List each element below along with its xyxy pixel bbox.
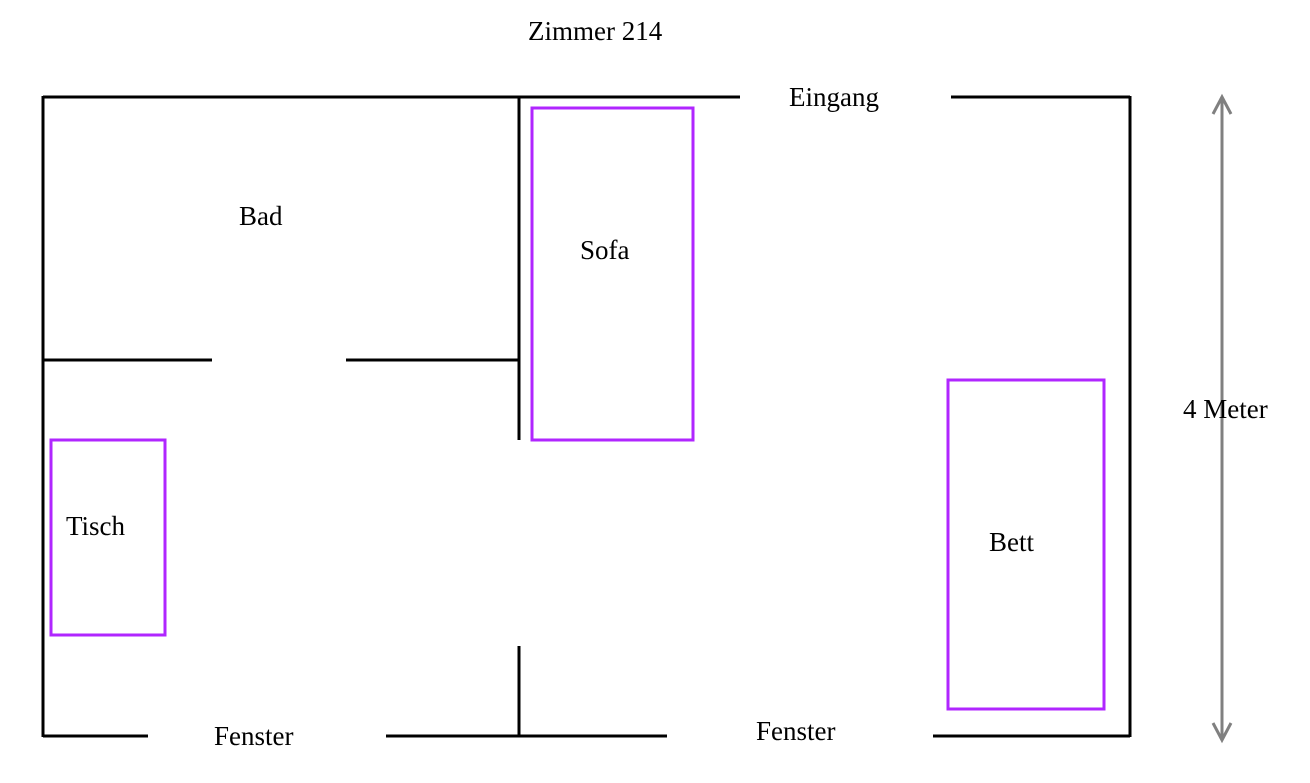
- table-shape: [49, 438, 167, 637]
- arrow-down-icon: [1211, 722, 1233, 744]
- window-right-label: Fenster: [756, 716, 836, 746]
- window-left-label: Fenster: [214, 721, 294, 751]
- walls: [41, 95, 1132, 738]
- sofa-shape: [530, 106, 695, 442]
- table-label: Tisch: [66, 511, 126, 541]
- dimension-arrow: [1211, 93, 1233, 744]
- bed-shape: [946, 378, 1106, 711]
- dimension-label: 4 Meter: [1183, 394, 1268, 424]
- entrance-label: Eingang: [789, 82, 879, 112]
- sofa-label: Sofa: [580, 235, 630, 265]
- arrow-up-icon: [1211, 93, 1233, 115]
- bed-label: Bett: [989, 527, 1034, 557]
- plan-title: Zimmer 214: [528, 16, 663, 46]
- bathroom-label: Bad: [239, 201, 283, 231]
